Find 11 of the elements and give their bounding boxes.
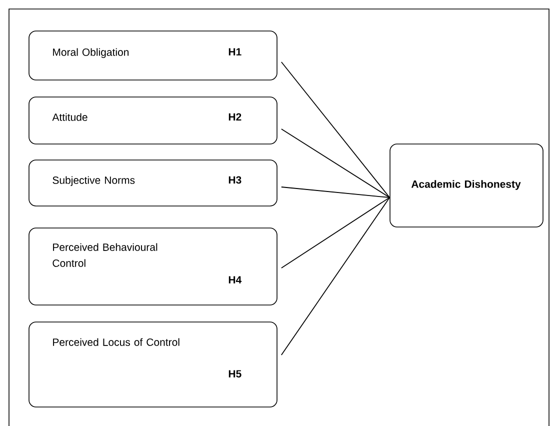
- connector-line: [280, 128, 390, 198]
- outcome-box: Academic Dishonesty: [390, 144, 544, 228]
- factor-box: Perceived Behavioural Control H4: [28, 228, 278, 306]
- connector-line: [280, 197, 390, 268]
- connector-line: [280, 62, 390, 198]
- factor-box: Subjective Norms H3: [28, 160, 278, 206]
- connector-line: [280, 197, 390, 356]
- factor-box: Perceived Locus of Control H5: [28, 322, 278, 408]
- factor-box: Attitude H2: [28, 96, 278, 144]
- connector-line: [280, 186, 390, 198]
- factor-box: Moral Obligation H1: [28, 30, 278, 80]
